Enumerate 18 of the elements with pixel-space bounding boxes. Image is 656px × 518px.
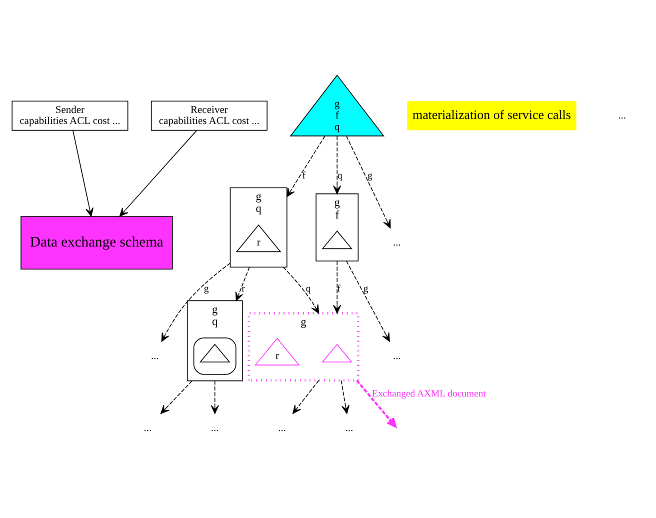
- label: ...: [618, 110, 626, 122]
- edge-label: Exchanged AXML document: [372, 388, 486, 400]
- node-text: ...: [345, 422, 354, 434]
- node-text: ...: [151, 350, 159, 362]
- edge-label: f: [302, 170, 306, 182]
- edge-label: q: [338, 170, 342, 182]
- node-text: ...: [278, 422, 286, 434]
- node-text: ...: [210, 422, 219, 434]
- edge-label: f: [337, 283, 340, 294]
- edge-label: g: [363, 283, 368, 294]
- label: materialization of service calls: [412, 106, 571, 122]
- node-text: ...: [393, 350, 401, 362]
- node-text: ...: [393, 238, 401, 249]
- edge-label: g: [204, 283, 209, 294]
- node-text: ...: [144, 422, 152, 434]
- edge-label: r: [242, 283, 245, 294]
- edge-label: g: [367, 170, 372, 182]
- edge-label: q: [306, 283, 311, 294]
